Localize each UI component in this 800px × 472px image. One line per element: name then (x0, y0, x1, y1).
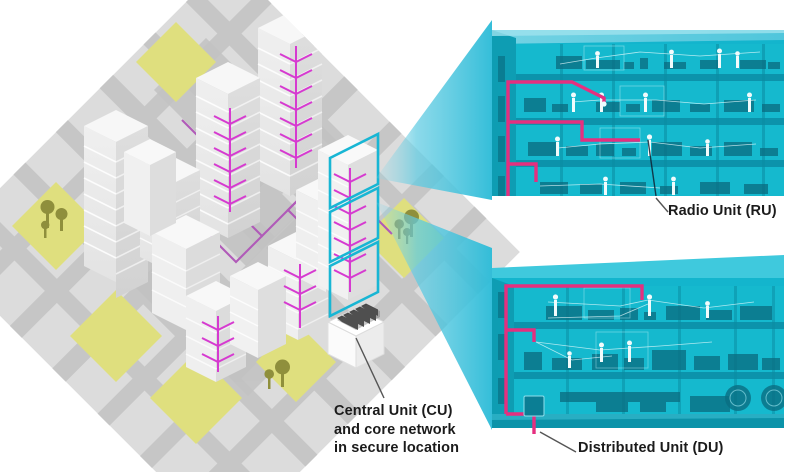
cable-riser-icon (201, 316, 235, 372)
tree-icon (264, 359, 290, 389)
zoom-cones (376, 20, 492, 430)
park (12, 182, 100, 270)
central-unit-server-rack (326, 303, 386, 369)
cable-riser-icon (213, 108, 247, 212)
zoom-cone-bottom (376, 202, 492, 430)
building-icon (124, 139, 176, 236)
hvac-units (725, 385, 784, 411)
radio-unit-node (601, 101, 607, 107)
building-icon (229, 262, 286, 358)
zoom-highlight-frames (328, 131, 380, 319)
server-rack-icon (337, 303, 378, 330)
label-central-unit-line1: Central Unit (CU) (334, 403, 453, 419)
leader-line-cu (355, 337, 385, 399)
building-icon (195, 62, 261, 238)
leader-line-du (539, 431, 577, 453)
zoom-cone-top (376, 20, 492, 200)
label-central-unit-line3: in secure location (334, 440, 460, 456)
label-radio-unit: Radio Unit (RU) (668, 203, 777, 219)
wireless-links (539, 51, 761, 189)
distributed-unit-box (523, 395, 545, 417)
ru-cable (506, 80, 640, 196)
people (555, 48, 752, 195)
cable-riser-icon (283, 264, 317, 328)
cable-riser-icon (279, 46, 313, 168)
label-central-unit-line2: and core network (334, 421, 456, 438)
cable-riser-icon (333, 168, 367, 292)
tree-icon (40, 200, 68, 238)
building-network-risers (201, 46, 367, 372)
people (552, 294, 710, 368)
label-central-unit: Central Unit (CU) and core network in se… (334, 402, 459, 458)
label-radio-unit-text: Radio Unit (RU) (668, 203, 777, 219)
office-equipment (524, 306, 780, 412)
buildings (83, 12, 378, 382)
label-distributed-unit-text: Distributed Unit (DU) (578, 440, 724, 456)
leader-line-ru (655, 197, 669, 213)
leader-lines (355, 197, 669, 453)
label-distributed-unit: Distributed Unit (DU) (578, 440, 723, 456)
park (70, 290, 162, 382)
wireless-links (535, 299, 755, 361)
